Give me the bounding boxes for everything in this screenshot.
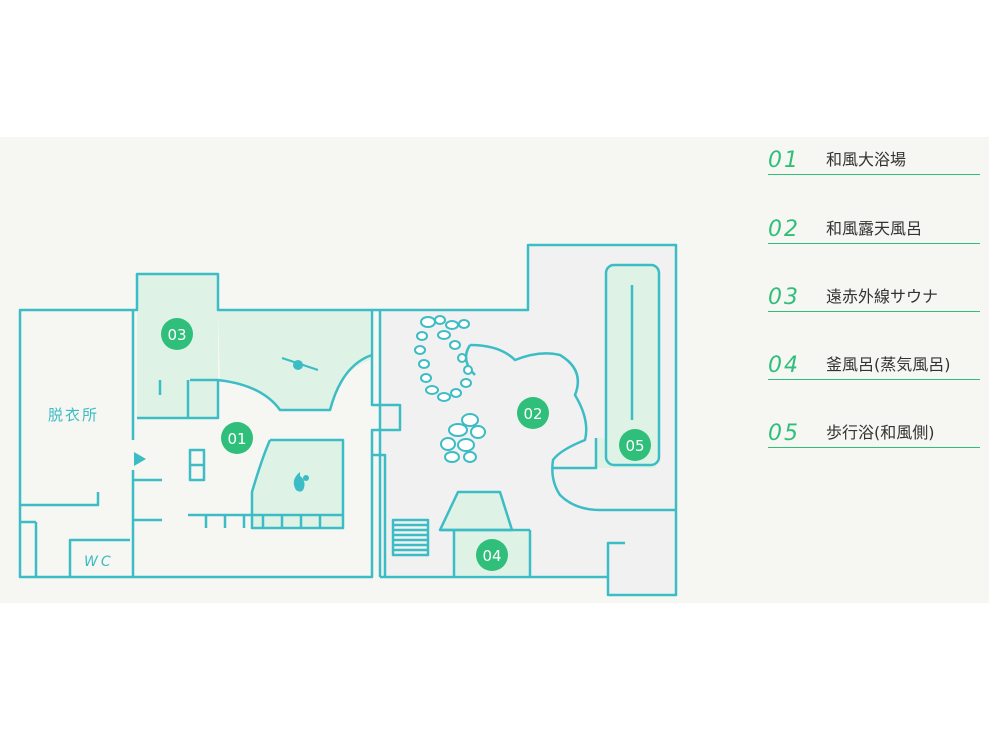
legend-item-02[interactable]: 02 和風露天風呂 — [768, 209, 980, 244]
wc-label: WC — [84, 554, 114, 570]
legend-item-05[interactable]: 05 歩行浴(和風側) — [768, 413, 980, 448]
legend-label: 和風露天風呂 — [826, 219, 923, 238]
svg-text:04: 04 — [482, 547, 501, 565]
legend-number: 03 — [768, 285, 800, 310]
legend-label: 歩行浴(和風側) — [826, 423, 935, 442]
svg-text:03: 03 — [167, 326, 186, 344]
entrance-arrow-icon — [134, 452, 146, 466]
legend-number: 01 — [768, 148, 800, 173]
marker-05[interactable]: 05 — [619, 429, 651, 461]
legend-label: 遠赤外線サウナ — [826, 287, 939, 306]
svg-text:05: 05 — [625, 437, 644, 455]
marker-01[interactable]: 01 — [221, 422, 253, 454]
zone-fills — [137, 265, 659, 575]
marker-02[interactable]: 02 — [517, 397, 549, 429]
svg-text:02: 02 — [523, 405, 542, 423]
legend-item-03[interactable]: 03 遠赤外線サウナ — [768, 277, 980, 312]
legend-label: 釜風呂(蒸気風呂) — [826, 355, 951, 374]
fountain-icon — [293, 472, 305, 492]
legend-number: 02 — [768, 217, 800, 242]
rock-decorations — [414, 315, 486, 463]
legend-label: 和風大浴場 — [826, 150, 907, 169]
legend-number: 05 — [768, 421, 800, 446]
legend-item-04[interactable]: 04 釜風呂(蒸気風呂) — [768, 345, 980, 380]
marker-04[interactable]: 04 — [476, 539, 508, 571]
legend-number: 04 — [768, 353, 800, 378]
dressing-room-label: 脱衣所 — [48, 406, 99, 424]
svg-text:01: 01 — [227, 430, 246, 448]
legend-item-01[interactable]: 01 和風大浴場 — [768, 140, 980, 175]
walls — [18, 243, 678, 597]
fixtures — [134, 357, 319, 492]
marker-03[interactable]: 03 — [161, 318, 193, 350]
